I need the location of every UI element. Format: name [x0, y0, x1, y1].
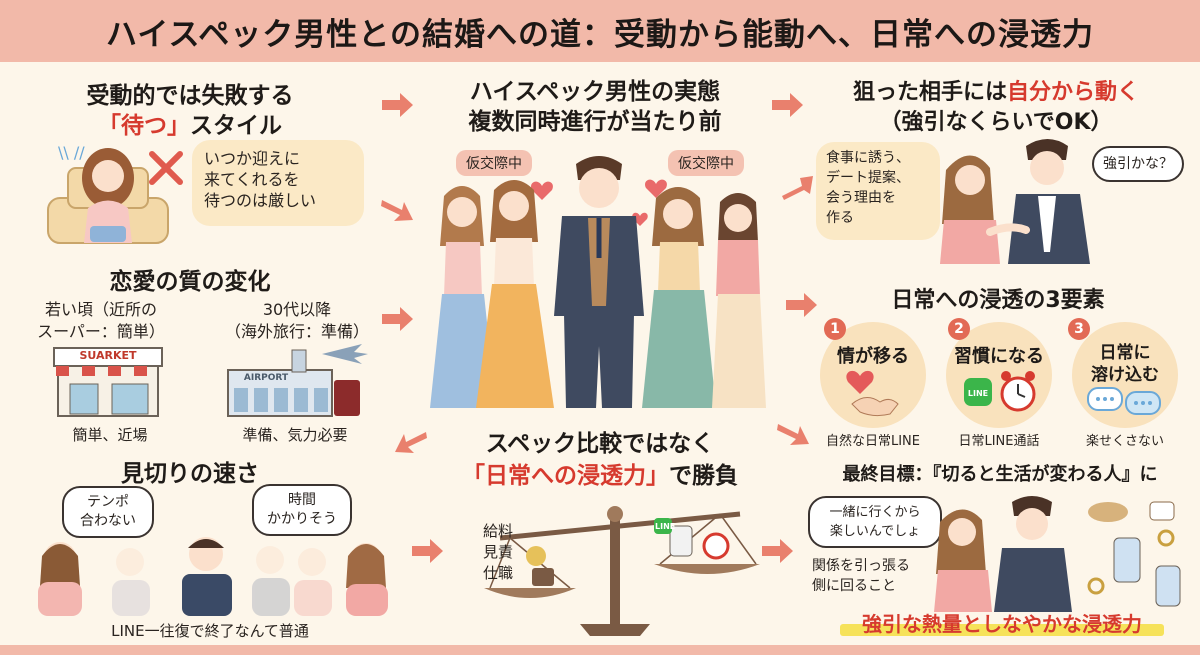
goal-caption-2: 側に回ること	[812, 578, 896, 594]
title-bar: ハイスペック男性との結婚への道：受動から能動へ、日常への浸透力	[0, 0, 1200, 62]
active-bubble: 食事に誘う、 デート提案、 会う理由を 作る	[816, 142, 940, 240]
tempo-bubble: テンポ 合わない	[62, 486, 154, 538]
active-heading-2: （強引なくらいでOK）	[879, 110, 1113, 135]
store-sign: SUARKET	[79, 349, 137, 362]
scale-label-job: 仕職	[483, 564, 514, 582]
airport-illustration	[227, 344, 368, 417]
couple-and-items-illustration	[934, 496, 1181, 612]
arrow-right-icon	[772, 93, 803, 117]
passive-heading-1: 受動的では失敗する	[86, 83, 294, 109]
heart-handshake-icon	[846, 370, 899, 417]
compare-rest: で勝負	[669, 463, 738, 489]
banner-text: 強引な熱量としなやかな浸透力	[862, 611, 1142, 636]
passive-bubble-text: いつか迎えに 来てくれるを 待つのは厳しい	[204, 149, 317, 210]
airport-sign: AIRPORT	[243, 373, 289, 383]
compare-heading-1: スペック比較ではなく	[485, 431, 715, 457]
cutoff-caption: LINE一往復で終了なんて普通	[111, 622, 309, 640]
arrow-right-icon	[382, 93, 413, 117]
tempo-bubble-text: テンポ 合わない	[80, 494, 136, 529]
goal-caption-1: 関係を引っ張る	[812, 558, 910, 574]
self-move-highlight: 自分から動く	[1007, 80, 1140, 105]
young-label-2: スーパー：簡単）	[37, 322, 165, 341]
penetration-highlight: 「日常への浸透力」	[462, 463, 669, 489]
bottom-strip	[0, 645, 1200, 655]
active-heading-pre: 狙った相手には	[852, 80, 1007, 105]
man-and-women-illustration	[430, 156, 766, 408]
time-bubble-text: 時間 かかりそう	[267, 492, 337, 527]
element-label-3b: 溶け込む	[1091, 365, 1159, 385]
element-label-3a: 日常に	[1099, 343, 1151, 363]
element-circle-3	[1072, 322, 1178, 428]
supermarket-illustration	[53, 347, 163, 417]
elements-heading: 日常への浸透の3要素	[891, 288, 1105, 313]
element-label-1: 情が移る	[837, 346, 909, 367]
chat-bubbles-icon	[1087, 387, 1161, 415]
scale-label-salary: 給料	[483, 522, 514, 540]
element-caption-3: 楽せくさない	[1085, 434, 1164, 449]
older-label-1: 30代以降	[262, 300, 332, 319]
forceful-bubble-text: 強引かな？	[1103, 156, 1173, 172]
arrow-up-right-icon	[782, 176, 813, 200]
center-heading-2: 複数同時進行が当たり前	[468, 109, 722, 135]
cutoff-heading: 見切りの速さ	[121, 461, 259, 487]
goal-bubble-text: 一緒に行くから 楽しいんでしょ	[829, 505, 921, 539]
element-number-2: 2	[948, 318, 970, 340]
time-bubble: 時間 かかりそう	[252, 484, 352, 536]
young-caption: 簡単、近場	[72, 426, 148, 444]
sweat-marks: \\ //	[58, 143, 85, 162]
older-label-2: （海外旅行：準備）	[224, 322, 369, 341]
waiting-woman-illustration: \\ //	[47, 143, 169, 244]
compare-heading-2: 「日常への浸透力」で勝負	[420, 456, 780, 490]
page-title: ハイスペック男性との結婚への道：受動から能動へ、日常への浸透力	[106, 16, 1094, 53]
arrow-down-right-icon	[777, 424, 809, 445]
dating-tag-right: 仮交際中	[668, 150, 744, 176]
love-quality-heading: 恋愛の質の変化	[109, 269, 271, 295]
svg-text:LINE: LINE	[968, 389, 988, 398]
banner-highlight	[840, 624, 1164, 636]
element-number-1: 1	[824, 318, 846, 340]
passive-bubble: いつか迎えに 来てくれるを 待つのは厳しい	[192, 140, 364, 226]
scale-labels: 給料 見責 仕職	[483, 521, 513, 584]
scale-label-appearance: 見責	[483, 543, 514, 561]
balance-scale-illustration	[484, 506, 760, 636]
cross-icon	[149, 151, 183, 185]
dating-tag-left: 仮交際中	[456, 150, 532, 176]
older-caption: 準備、気力必要	[242, 426, 348, 444]
passive-heading-2: 「待つ」スタイル	[40, 106, 340, 140]
element-label-2: 習慣になる	[954, 346, 1044, 367]
arrow-down-right-icon	[381, 200, 413, 221]
style-word: スタイル	[190, 113, 282, 139]
closing-banner: 強引な熱量としなやかな浸透力	[832, 604, 1172, 640]
active-bubble-text: 食事に誘う、 デート提案、 会う理由を 作る	[826, 150, 910, 226]
center-heading-1: ハイスペック男性の実態	[469, 79, 721, 105]
arrow-right-icon	[412, 539, 443, 563]
arrow-right-icon	[786, 293, 817, 317]
couple-walking-illustration	[940, 139, 1090, 264]
active-heading-1: 狙った相手には自分から動く	[806, 74, 1186, 106]
element-caption-2: 日常LINE通話	[958, 434, 1040, 449]
heart-icons	[531, 179, 667, 226]
goal-bubble: 一緒に行くから 楽しいんでしょ	[808, 496, 942, 548]
goal-heading: 最終目標：『切ると生活が変わる人』に	[842, 464, 1158, 485]
line-app-and-clock-icon: LINE	[964, 371, 1036, 412]
people-on-phones-illustration	[38, 537, 388, 616]
element-number-3: 3	[1068, 318, 1090, 340]
arrow-right-icon	[762, 539, 793, 563]
goal-caption: 関係を引っ張る 側に回ること	[812, 556, 910, 596]
line-icon: LINE	[655, 522, 676, 531]
young-label-1: 若い頃（近所の	[44, 300, 157, 319]
arrow-down-left-icon	[395, 432, 427, 453]
wait-highlight: 「待つ」	[98, 113, 190, 139]
forceful-bubble: 強引かな？	[1092, 146, 1184, 182]
arrow-right-icon	[382, 307, 413, 331]
element-caption-1: 自然な日常LINE	[825, 434, 920, 449]
